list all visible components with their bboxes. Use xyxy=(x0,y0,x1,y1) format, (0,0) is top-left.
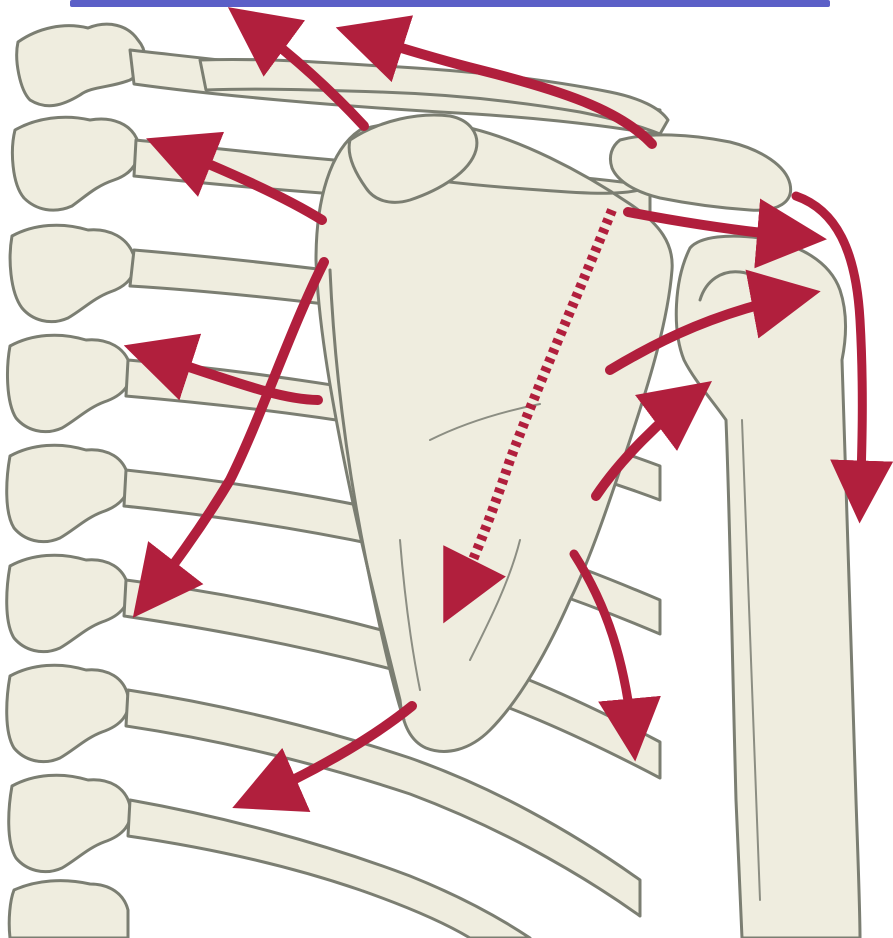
arrow-serratus-lower xyxy=(142,262,324,606)
vertebra-3 xyxy=(10,225,135,321)
vertebra-5 xyxy=(7,445,129,541)
vertebra-4 xyxy=(8,335,131,431)
humerus-bone xyxy=(676,236,860,938)
rib-8 xyxy=(128,800,530,938)
vertebra-9 xyxy=(9,881,128,938)
vertebra-2 xyxy=(12,117,138,210)
vertebra-7 xyxy=(7,665,129,761)
vertebra-6 xyxy=(7,555,129,651)
title-band-fragment xyxy=(70,0,830,7)
vertebra-8 xyxy=(9,775,131,871)
vertebra-1 xyxy=(17,24,145,106)
humerus xyxy=(676,236,860,938)
